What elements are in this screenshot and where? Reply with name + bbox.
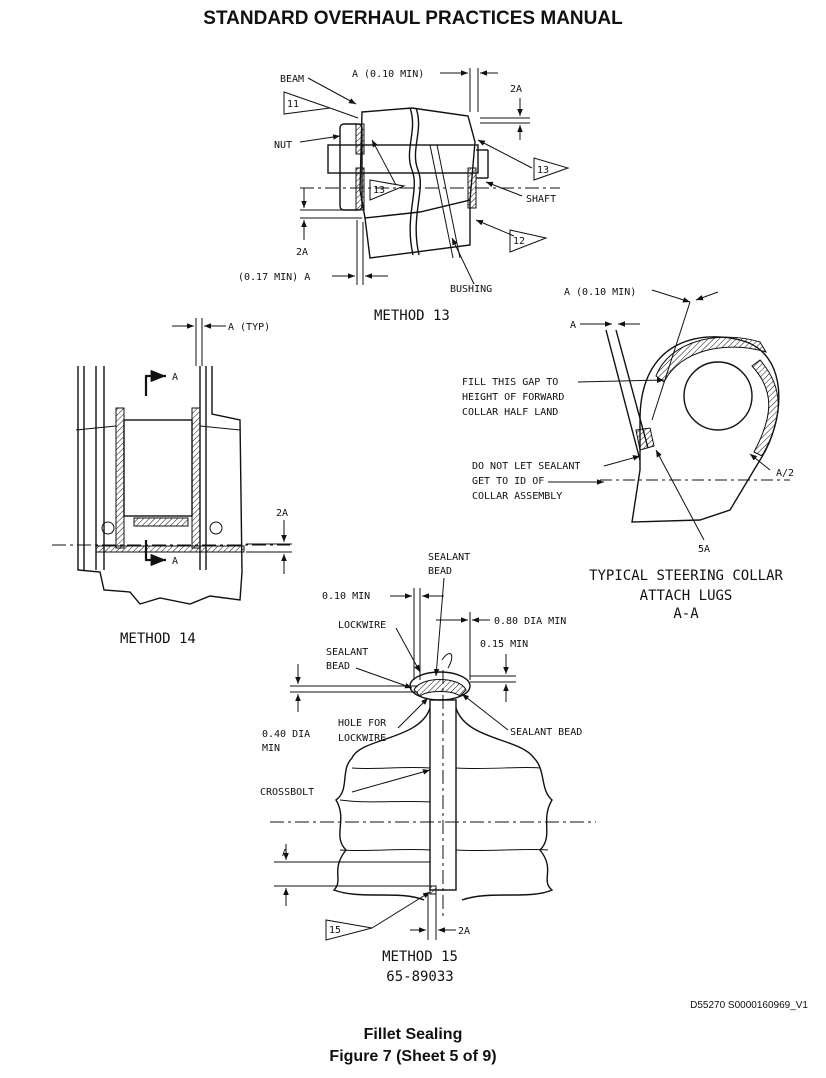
- two-a-top-label: 2A: [510, 84, 522, 95]
- collar-a-label: A: [570, 320, 576, 331]
- flag-13-left-label: 13: [373, 185, 385, 196]
- sealant-bead-top-line2: BEAD: [428, 566, 452, 577]
- document-id: D55270 S0000160969_V1: [690, 1000, 808, 1011]
- method-13-diagram: BEAM NUT SHAFT BUSHING A (0.10 MIN) (0.1…: [238, 68, 570, 324]
- flag-11-label: 11: [287, 99, 299, 110]
- hole-line2: LOCKWIRE: [338, 733, 386, 744]
- hole-line1: HOLE FOR: [338, 718, 387, 729]
- min-010-label: 0.10 MIN: [322, 591, 370, 602]
- two-a-label: 2A: [276, 508, 288, 519]
- dia-040-line2: MIN: [262, 743, 280, 754]
- a-typ-label: A (TYP): [228, 322, 270, 333]
- figure-number: Figure 7 (Sheet 5 of 9): [329, 1048, 497, 1065]
- flag-15-label: 15: [329, 925, 341, 936]
- sealant-bead-left-line1: SEALANT: [326, 647, 368, 658]
- method-13-title: METHOD 13: [374, 308, 450, 324]
- crossbolt-label: CROSSBOLT: [260, 787, 314, 798]
- sealant-bead-right-label: SEALANT BEAD: [510, 727, 582, 738]
- sealant-bead-left-line2: BEAD: [326, 661, 350, 672]
- two-a-label: 2A: [458, 926, 470, 937]
- page-header: STANDARD OVERHAUL PRACTICES MANUAL: [203, 8, 623, 29]
- collar-diagram: A (0.10 MIN) A FILL THIS GAP TO HEIGHT O…: [462, 287, 794, 622]
- method-14-title: METHOD 14: [120, 631, 196, 647]
- dia-080-label: 0.80 DIA MIN: [494, 616, 566, 627]
- method-14-diagram: A (TYP) A A 2A METHOD 14: [52, 318, 292, 647]
- fill-gap-line3: COLLAR HALF LAND: [462, 407, 558, 418]
- lockwire-label: LOCKWIRE: [338, 620, 386, 631]
- bushing-label: BUSHING: [450, 284, 492, 295]
- nut-label: NUT: [274, 140, 292, 151]
- section-a-bottom-label: A: [172, 556, 178, 567]
- collar-a-010-min-label: A (0.10 MIN): [564, 287, 636, 298]
- a-010-min-label: A (0.10 MIN): [352, 69, 424, 80]
- flag-12-label: 12: [513, 236, 525, 247]
- method-15-diagram: SEALANT BEAD 0.10 MIN 0.80 DIA MIN LOCKW…: [260, 552, 596, 985]
- collar-title-line1: TYPICAL STEERING COLLAR: [589, 568, 783, 584]
- method-15-title: METHOD 15: [382, 949, 458, 965]
- no-sealant-line1: DO NOT LET SEALANT: [472, 461, 580, 472]
- collar-title-line3: A-A: [673, 606, 699, 622]
- min-015-label: 0.15 MIN: [480, 639, 528, 650]
- figure-caption: Fillet Sealing: [363, 1026, 463, 1043]
- two-a-left-label: 2A: [296, 247, 308, 258]
- beam-label: BEAM: [280, 74, 304, 85]
- sealant-bead-top-line1: SEALANT: [428, 552, 470, 563]
- flag-13-right-label: 13: [537, 165, 549, 176]
- five-a-label: 5A: [698, 544, 710, 555]
- part-number: 65-89033: [386, 969, 453, 985]
- a-label: A: [282, 848, 288, 859]
- a-half-label: A/2: [776, 468, 794, 479]
- fill-gap-line1: FILL THIS GAP TO: [462, 377, 558, 388]
- section-a-top-label: A: [172, 372, 178, 383]
- shaft-label: SHAFT: [526, 194, 556, 205]
- dia-040-line1: 0.40 DIA: [262, 729, 310, 740]
- fillet-sealing-drawing: BEAM NUT SHAFT BUSHING A (0.10 MIN) (0.1…: [52, 68, 794, 985]
- no-sealant-line3: COLLAR ASSEMBLY: [472, 491, 562, 502]
- no-sealant-line2: GET TO ID OF: [472, 476, 544, 487]
- collar-title-line2: ATTACH LUGS: [640, 588, 733, 604]
- a-017-min-label: (0.17 MIN) A: [238, 272, 310, 283]
- fill-gap-line2: HEIGHT OF FORWARD: [462, 392, 564, 403]
